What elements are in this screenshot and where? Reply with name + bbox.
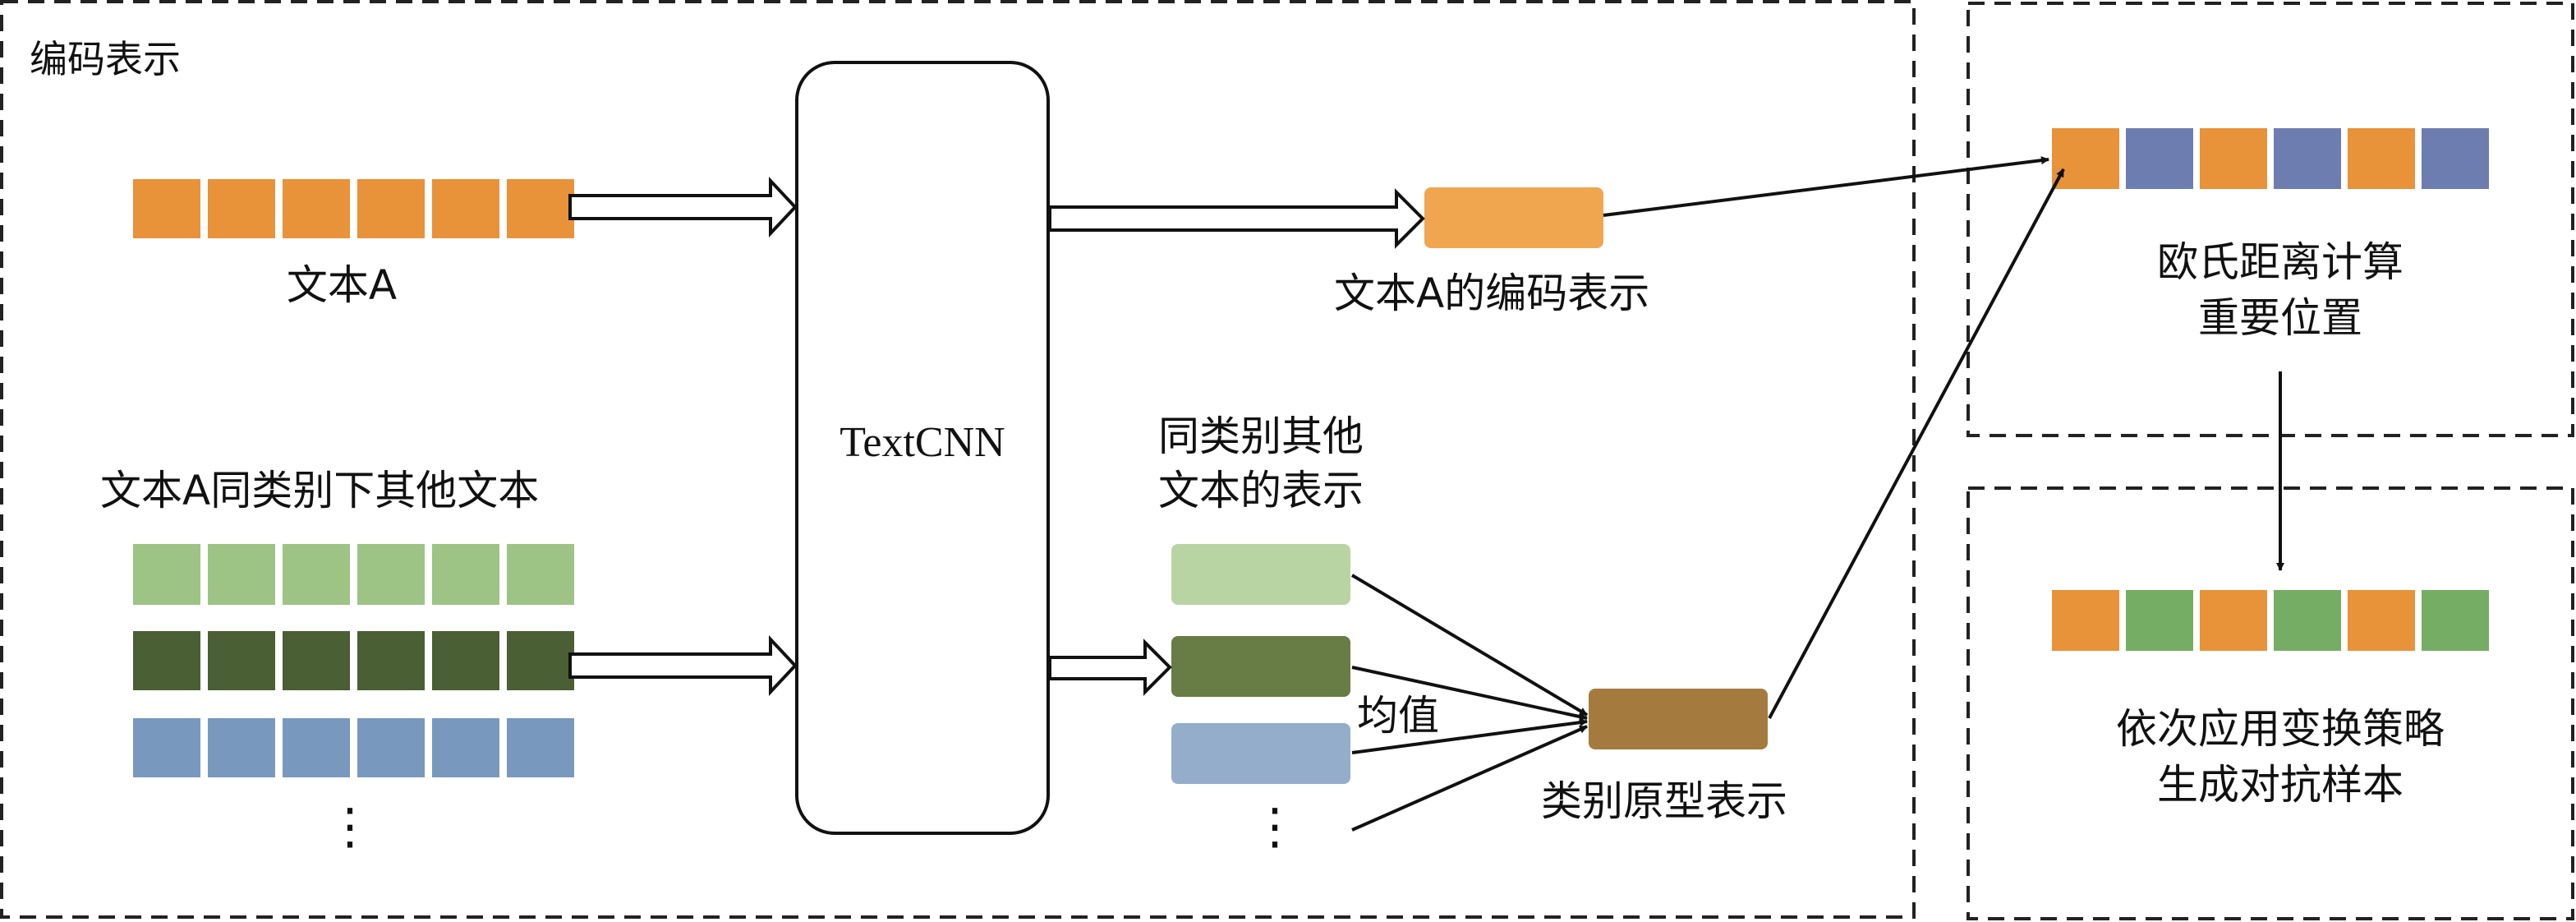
text-a-label: 文本A <box>286 261 398 309</box>
token-cell <box>283 179 350 238</box>
token-cell <box>357 544 425 605</box>
adversarial-token-row <box>2052 590 2489 651</box>
token-cell <box>2348 128 2415 189</box>
same-class-token-row-1 <box>133 544 574 605</box>
arrow-others-to-prototype <box>1351 725 1588 832</box>
token-cell <box>507 631 574 690</box>
encoding-section-frame <box>0 0 1916 919</box>
token-cell <box>283 631 350 690</box>
transform-label-line1: 依次应用变换策略 <box>2116 705 2445 753</box>
token-cell <box>208 718 275 777</box>
text-a-encoding-block <box>1424 187 1603 248</box>
hollow-arrow-model-to-text-a-encoding <box>1048 188 1425 249</box>
token-cell <box>2274 590 2341 651</box>
mean-label: 均值 <box>1357 692 1439 740</box>
arrow-repr1-to-prototype <box>1350 574 1589 717</box>
adversarial-section-frame <box>1966 486 2574 920</box>
token-cell <box>133 179 200 238</box>
arrow-text-a-encoding-to-importance <box>1603 156 2049 217</box>
euclid-label-line2: 重要位置 <box>2198 294 2362 342</box>
token-cell <box>2052 590 2119 651</box>
same-class-repr-label-line1: 同类别其他 <box>1158 413 1364 460</box>
textcnn-box <box>795 61 1050 835</box>
token-cell <box>2422 590 2489 651</box>
arrow-repr3-to-prototype <box>1351 718 1588 754</box>
token-cell <box>2348 590 2415 651</box>
hollow-arrow-same-class-to-model <box>568 634 798 697</box>
token-cell <box>2274 128 2341 189</box>
token-cell <box>133 544 200 605</box>
more-texts-ellipsis: ⋮ <box>325 798 375 855</box>
token-cell <box>507 544 574 605</box>
arrow-repr2-to-prototype <box>1351 666 1588 721</box>
importance-section-frame <box>1966 2 2574 437</box>
model-label: TextCNN <box>840 419 1005 466</box>
same-class-repr-label-line2: 文本的表示 <box>1158 467 1364 514</box>
token-cell <box>432 544 499 605</box>
class-prototype-label: 类别原型表示 <box>1541 777 1787 825</box>
token-cell <box>2200 590 2267 651</box>
token-cell <box>432 718 499 777</box>
class-prototype-block <box>1589 689 1768 749</box>
importance-token-row <box>2052 128 2489 189</box>
same-class-token-row-3 <box>133 718 574 777</box>
token-cell <box>507 718 574 777</box>
token-cell <box>357 631 425 690</box>
token-cell <box>208 179 275 238</box>
token-cell <box>357 179 425 238</box>
text-a-token-row <box>133 179 574 238</box>
same-class-repr-block-1 <box>1171 544 1350 605</box>
more-reprs-ellipsis: ⋮ <box>1250 798 1300 855</box>
token-cell <box>432 179 499 238</box>
token-cell <box>357 718 425 777</box>
transform-label-line2: 生成对抗样本 <box>2157 761 2404 809</box>
text-a-encoding-label: 文本A的编码表示 <box>1334 270 1650 317</box>
token-cell <box>133 631 200 690</box>
arrow-prototype-to-importance <box>1768 168 2065 719</box>
token-cell <box>208 544 275 605</box>
hollow-arrow-text-a-to-model <box>568 176 798 238</box>
encoding-section-title: 编码表示 <box>30 37 181 81</box>
same-class-repr-block-2 <box>1171 636 1350 697</box>
token-cell <box>133 718 200 777</box>
token-cell <box>2126 128 2193 189</box>
token-cell <box>507 179 574 238</box>
token-cell <box>2200 128 2267 189</box>
same-class-token-row-2 <box>133 631 574 690</box>
token-cell <box>2422 128 2489 189</box>
same-class-texts-label: 文本A同类别下其他文本 <box>100 467 540 514</box>
token-cell <box>283 544 350 605</box>
same-class-repr-block-3 <box>1171 723 1350 784</box>
token-cell <box>432 631 499 690</box>
hollow-arrow-model-to-same-class-repr <box>1048 638 1172 696</box>
token-cell <box>283 718 350 777</box>
token-cell <box>208 631 275 690</box>
token-cell <box>2126 590 2193 651</box>
token-cell <box>2052 128 2119 189</box>
euclid-label-line1: 欧氏距离计算 <box>2157 238 2404 286</box>
